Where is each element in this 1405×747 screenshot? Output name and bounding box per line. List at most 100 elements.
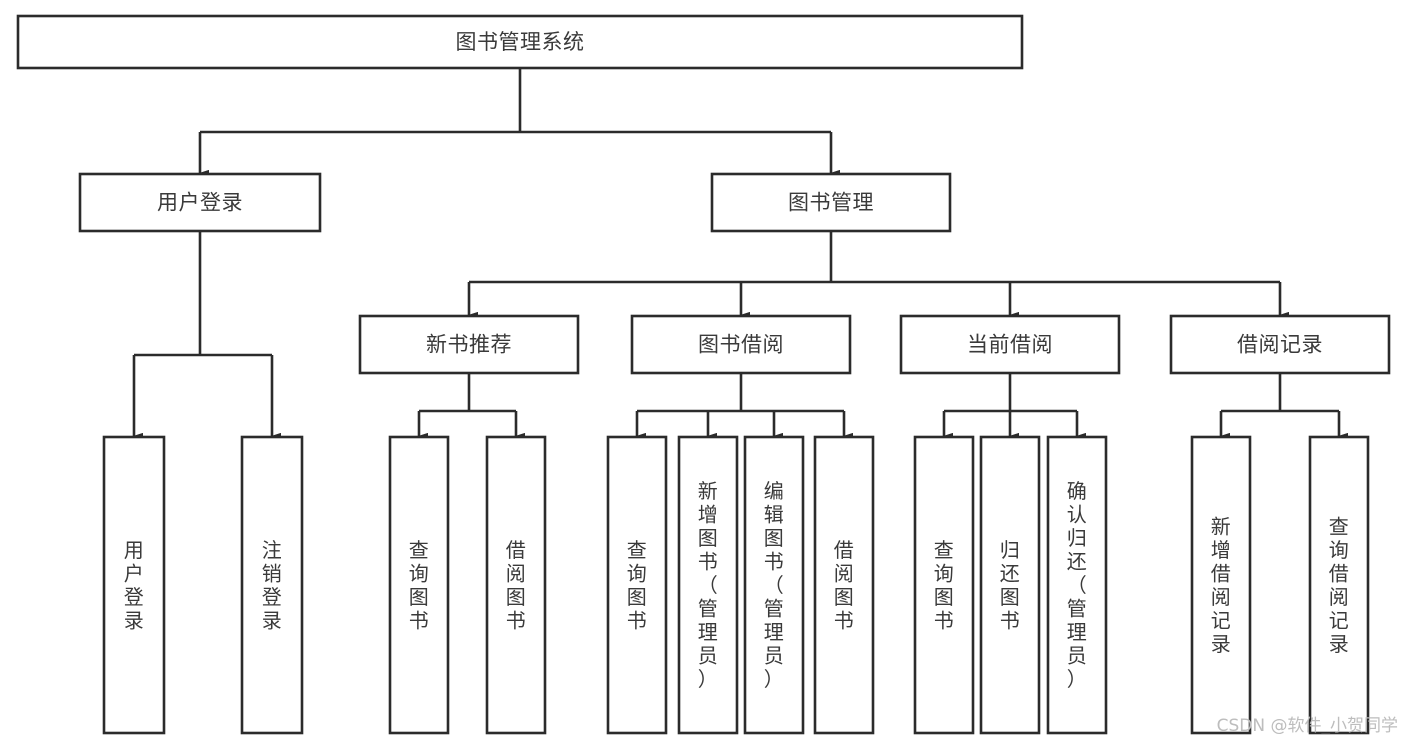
node-label-char: 增 — [1211, 538, 1232, 562]
node-label-char: 查 — [934, 538, 955, 562]
node-label-char: 图 — [764, 526, 785, 550]
node-label-char: 管 — [764, 597, 785, 621]
node-label-char: 还 — [1000, 561, 1021, 585]
node-label-char: 记 — [1211, 608, 1232, 632]
node-label-char: 阅 — [506, 561, 527, 585]
node-label-char: 录 — [124, 608, 145, 632]
node-label-char: 询 — [409, 561, 430, 585]
node-label-char: 图 — [934, 585, 955, 609]
node-box — [677, 435, 739, 735]
node-label-char: 图 — [627, 585, 648, 609]
node-label-char: 借 — [834, 538, 855, 562]
node-label-char: （ — [698, 573, 719, 597]
csdn-watermark: CSDN @软件_小贺同学 — [1217, 716, 1398, 736]
node-label-char: 员 — [1067, 644, 1088, 668]
node-label-char: 新 — [1211, 514, 1232, 538]
node-label-char: 注 — [262, 538, 283, 562]
node-label-char: 书 — [1000, 608, 1021, 632]
node-label-char: 理 — [764, 620, 785, 644]
node-label-char: 询 — [627, 561, 648, 585]
node-label-char: 书 — [409, 608, 430, 632]
node-box — [979, 435, 1041, 735]
node-label-char: 图 — [834, 585, 855, 609]
node-box — [913, 435, 975, 735]
node-label-char: 查 — [409, 538, 430, 562]
node-label: 当前借阅 — [967, 333, 1053, 357]
node-box — [1190, 435, 1252, 735]
node-book-manage[interactable]: 图书管理 — [710, 172, 952, 233]
node-label-char: 阅 — [834, 561, 855, 585]
node-label-char: （ — [1067, 573, 1088, 597]
node-new-book-recommend[interactable]: 新书推荐 — [358, 314, 580, 375]
node-label-char: 户 — [124, 561, 145, 585]
node-box — [16, 14, 1024, 70]
connector-layer — [132, 68, 1349, 440]
node-label-char: 用 — [124, 538, 145, 562]
node-label-char: 归 — [1067, 526, 1088, 550]
node-label-char: 记 — [1329, 608, 1350, 632]
node-user-login[interactable]: 用户登录 — [78, 172, 322, 233]
node-book-borrow[interactable]: 图书借阅 — [630, 314, 852, 375]
node-label-char: 书 — [834, 608, 855, 632]
node-label-char: 录 — [1329, 632, 1350, 656]
node-label: 图书管理 — [788, 191, 874, 215]
node-label-char: 询 — [1329, 538, 1350, 562]
node-current-borrow[interactable]: 当前借阅 — [899, 314, 1121, 375]
node-label-char: ） — [1067, 667, 1088, 691]
node-label: 用户登录 — [157, 191, 243, 215]
node-label-char: 图 — [409, 585, 430, 609]
node-label-char: 书 — [506, 608, 527, 632]
node-box — [899, 314, 1121, 375]
node-label-char: 辑 — [764, 503, 785, 527]
node-label-char: 查 — [1329, 514, 1350, 538]
node-box — [606, 435, 668, 735]
node-label-char: 还 — [1067, 550, 1088, 574]
node-label-char: （ — [764, 573, 785, 597]
node-label-char: 管 — [1067, 597, 1088, 621]
node-box — [1169, 314, 1391, 375]
node-box — [813, 435, 875, 735]
node-label-char: 阅 — [1329, 585, 1350, 609]
node-label-char: 图 — [506, 585, 527, 609]
node-borrow-record[interactable]: 借阅记录 — [1169, 314, 1391, 375]
node-box — [358, 314, 580, 375]
node-label-char: 书 — [764, 550, 785, 574]
node-label-char: 员 — [764, 644, 785, 668]
node-label-char: 登 — [124, 585, 145, 609]
node-label-char: 阅 — [1211, 585, 1232, 609]
node-label-char: 录 — [262, 608, 283, 632]
node-leaf-user-login[interactable]: 用户登录 — [102, 435, 166, 735]
node-label-char: 理 — [698, 620, 719, 644]
node-label-char: 询 — [934, 561, 955, 585]
node-label-char: 编 — [764, 479, 785, 503]
node-label-char: 借 — [506, 538, 527, 562]
node-box — [710, 172, 952, 233]
node-label-char: ） — [698, 667, 719, 691]
node-label-char: 借 — [1329, 561, 1350, 585]
node-label-char: 查 — [627, 538, 648, 562]
node-box — [388, 435, 450, 735]
node-label-char: 图 — [698, 526, 719, 550]
node-label-char: 录 — [1211, 632, 1232, 656]
node-label-char: 借 — [1211, 561, 1232, 585]
node-root[interactable]: 图书管理系统 — [16, 14, 1024, 70]
node-label-char: 理 — [1067, 620, 1088, 644]
node-label-char: 销 — [262, 561, 283, 585]
node-label-char: 认 — [1067, 503, 1088, 527]
node-label-char: 确 — [1067, 479, 1088, 503]
node-label-char: 登 — [262, 585, 283, 609]
